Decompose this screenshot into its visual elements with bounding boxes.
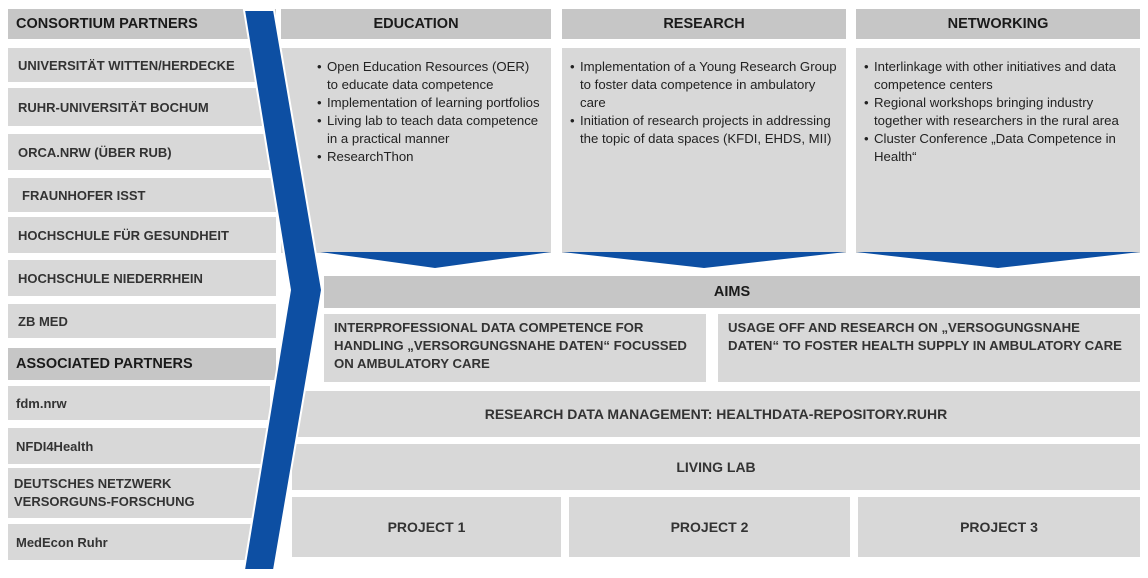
bullet-item: Living lab to teach data competence in a… [317, 112, 543, 148]
partner-label: MedEcon Ruhr [16, 534, 108, 550]
living-lab: LIVING LAB [292, 444, 1140, 490]
partner-item: ORCA.NRW (ÜBER RUB) [8, 134, 276, 170]
bullet-item: ResearchThon [317, 148, 543, 166]
education-panel: Open Education Resources (OER) to educat… [281, 48, 551, 253]
partner-label: ZB MED [18, 313, 68, 329]
networking-panel: Interlinkage with other initiatives and … [856, 48, 1140, 253]
partner-item: UNIVERSITÄT WITTEN/HERDECKE [8, 48, 276, 82]
partner-label: HOCHSCHULE FÜR GESUNDHEIT [18, 227, 229, 243]
project-1: PROJECT 1 [292, 497, 561, 557]
consortium-header: CONSORTIUM PARTNERS [8, 9, 276, 39]
education-header: EDUCATION [281, 9, 551, 39]
partner-label: FRAUNHOFER ISST [22, 187, 146, 203]
bullet-item: Implementation of learning portfolios [317, 94, 543, 112]
partner-label: NFDI4Health [16, 438, 94, 454]
partner-label: RUHR-UNIVERSITÄT BOCHUM [18, 99, 209, 115]
associated-header: ASSOCIATED PARTNERS [8, 348, 276, 380]
partner-label: ORCA.NRW (ÜBER RUB) [18, 144, 172, 160]
aim-right: USAGE OFF AND RESEARCH ON „VERSOGUNGSNAH… [718, 314, 1140, 382]
chevron-band [242, 9, 324, 571]
partner-item: FRAUNHOFER ISST [8, 178, 276, 212]
partner-item: ZB MED [8, 304, 276, 338]
research-bullets: Implementation of a Young Research Group… [570, 58, 838, 148]
partner-item: MedEcon Ruhr [8, 524, 270, 560]
partner-item: NFDI4Health [8, 428, 270, 464]
research-data-management: RESEARCH DATA MANAGEMENT: HEALTHDATA-REP… [292, 391, 1140, 437]
research-panel: Implementation of a Young Research Group… [562, 48, 846, 253]
partner-item: HOCHSCHULE NIEDERRHEIN [8, 260, 276, 296]
bullet-item: Open Education Resources (OER) to educat… [317, 58, 543, 94]
networking-header: NETWORKING [856, 9, 1140, 39]
project-2: PROJECT 2 [569, 497, 850, 557]
partner-item: fdm.nrw [8, 386, 270, 420]
networking-down-arrow [856, 252, 1140, 268]
aims-header: AIMS [324, 276, 1140, 308]
partner-label: fdm.nrw [16, 395, 67, 411]
project-3: PROJECT 3 [858, 497, 1140, 557]
partner-label: HOCHSCHULE NIEDERRHEIN [18, 270, 203, 286]
bullet-item: Interlinkage with other initiatives and … [864, 58, 1132, 94]
partner-item: DEUTSCHES NETZWERK VERSORGUNS-FORSCHUNG [8, 468, 270, 518]
partner-label: UNIVERSITÄT WITTEN/HERDECKE [18, 57, 235, 73]
bullet-item: Regional workshops bringing industry tog… [864, 94, 1132, 130]
education-down-arrow [320, 252, 551, 268]
research-header: RESEARCH [562, 9, 846, 39]
networking-bullets: Interlinkage with other initiatives and … [864, 58, 1132, 166]
partner-item: RUHR-UNIVERSITÄT BOCHUM [8, 88, 276, 126]
partner-item: HOCHSCHULE FÜR GESUNDHEIT [8, 217, 276, 253]
bullet-item: Cluster Conference „Data Competence in H… [864, 130, 1132, 166]
partner-label: DEUTSCHES NETZWERK VERSORGUNS-FORSCHUNG [14, 476, 195, 509]
research-down-arrow [562, 252, 846, 268]
bullet-item: Initiation of research projects in addre… [570, 112, 838, 148]
bullet-item: Implementation of a Young Research Group… [570, 58, 838, 112]
aim-left: INTERPROFESSIONAL DATA COMPETENCE FOR HA… [324, 314, 706, 382]
education-bullets: Open Education Resources (OER) to educat… [317, 58, 543, 166]
